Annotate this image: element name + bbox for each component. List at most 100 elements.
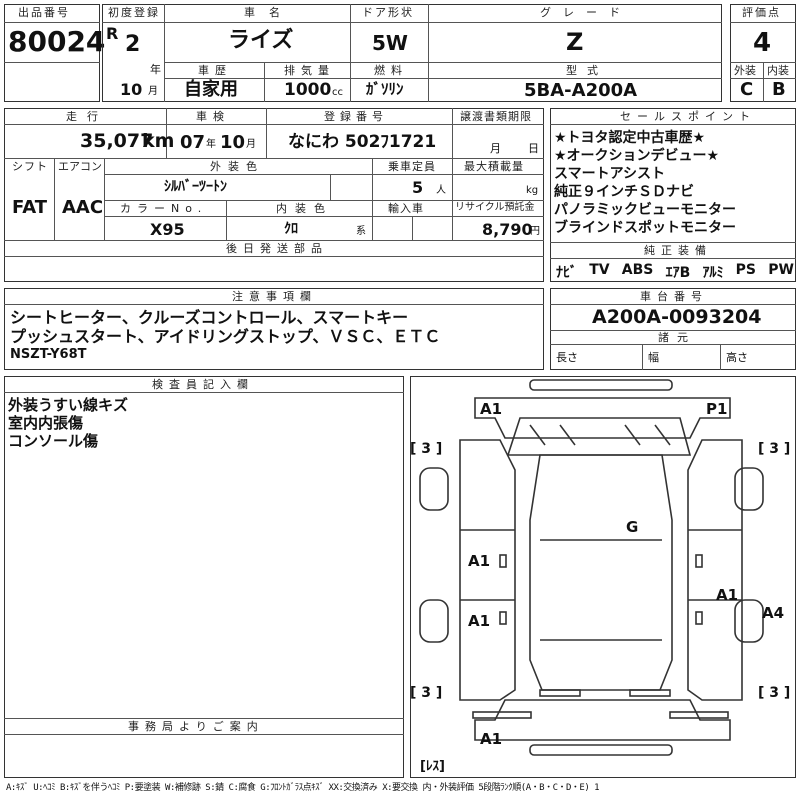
sales-point-line: ★トヨタ認定中古車歴★ bbox=[554, 130, 706, 146]
era-mark: R bbox=[106, 24, 119, 43]
notes-lines: シートヒーター、クルーズコントロール、スマートキー プッシュスタート、アイドリン… bbox=[10, 308, 540, 363]
width-label: 幅 bbox=[648, 351, 659, 364]
car-diagram bbox=[418, 378, 764, 756]
max-load-unit: kg bbox=[526, 185, 539, 196]
equipment-item: ﾅﾋﾞ bbox=[556, 265, 577, 281]
lot-number-box bbox=[4, 4, 100, 102]
damage-mark: A1 bbox=[468, 612, 491, 630]
color-number-label: カラーNo. bbox=[120, 202, 208, 215]
chassis-box bbox=[550, 288, 796, 370]
grade-label: グレード bbox=[540, 6, 632, 19]
color-number-value: X95 bbox=[150, 220, 185, 239]
recycle-unit: 円 bbox=[530, 226, 540, 237]
notes-box bbox=[4, 288, 544, 370]
plate-value: なにわ 502ﾌ1721 bbox=[288, 132, 437, 152]
history-value: 自家用 bbox=[184, 79, 238, 100]
equipment-item: PW bbox=[768, 262, 794, 278]
model-value: 5BA-A200A bbox=[524, 80, 638, 101]
front-bumper-outline bbox=[528, 378, 673, 391]
equipment-item: PS bbox=[735, 262, 757, 278]
lot-number-label: 出品番号 bbox=[18, 6, 70, 19]
chassis-number-value: A200A-0093204 bbox=[592, 306, 762, 328]
inspector-label: 検査員記入欄 bbox=[152, 378, 254, 391]
year-unit: 年 bbox=[150, 63, 161, 76]
equipment-item: ABS bbox=[621, 262, 654, 278]
damage-mark: P1 bbox=[706, 400, 728, 418]
interior-grade-label: 内装 bbox=[767, 64, 789, 77]
inspection-label: 車検 bbox=[196, 110, 230, 123]
windshield-outline bbox=[506, 416, 691, 456]
sales-point-line: ★オークションデビュー★ bbox=[554, 148, 720, 164]
shift-value: FAT bbox=[12, 197, 48, 218]
inspection-year-unit: 年 bbox=[206, 139, 216, 150]
aircon-label: エアコン bbox=[58, 160, 102, 173]
right-mirror bbox=[694, 553, 703, 568]
left-body-outline bbox=[458, 438, 516, 701]
equipment-item: TV bbox=[589, 262, 610, 278]
note-line: シートヒーター、クルーズコントロール、スマートキー bbox=[10, 308, 409, 327]
notes-label: 注意事項欄 bbox=[232, 290, 317, 303]
max-load-label: 最大積載量 bbox=[464, 160, 524, 173]
exterior-grade-label: 外装 bbox=[734, 64, 756, 77]
history-label: 車歴 bbox=[198, 64, 232, 77]
left-mirror-rear bbox=[498, 610, 507, 625]
displacement-value: 1000 bbox=[284, 80, 332, 100]
shift-label: シフト bbox=[12, 160, 48, 173]
inspector-line: 室内内張傷 bbox=[8, 414, 84, 432]
tire-tread-front-left: [ 3 ] bbox=[410, 441, 443, 457]
front-panel-outline bbox=[473, 396, 731, 439]
recycle-value: 8,790 bbox=[482, 220, 533, 239]
grade-value: Z bbox=[566, 28, 584, 56]
note-line: プッシュスタート、アイドリングストップ、ＶＳＣ、ＥＴＣ bbox=[10, 327, 441, 346]
inspection-month-unit: 月 bbox=[246, 139, 256, 150]
mileage-label: 走行 bbox=[66, 110, 108, 123]
roof-outline bbox=[528, 453, 673, 691]
legend-text: A:ｷｽﾞ U:ﾍｺﾐ B:ｷｽﾞを伴うﾍｺﾐ P:要塗装 W:補修跡 S:錆 … bbox=[6, 783, 600, 793]
transfer-month-unit: 月 bbox=[490, 142, 501, 155]
registration-month: 10 bbox=[120, 80, 143, 99]
fuel-label: 燃料 bbox=[374, 64, 408, 77]
registration-year: 2 bbox=[125, 32, 141, 57]
aircon-value: AAC bbox=[62, 197, 104, 218]
mileage-value: 35,077 bbox=[80, 130, 154, 152]
rear-right-wheel bbox=[733, 598, 764, 643]
inspection-year: 07 bbox=[180, 132, 206, 153]
month-unit: 月 bbox=[148, 86, 158, 97]
equipment-item: ｱﾙﾐ bbox=[702, 265, 724, 281]
front-left-wheel bbox=[418, 466, 449, 511]
sales-points-list: ★トヨタ認定中古車歴★ ★オークションデビュー★ スマートアシスト 純正９インチ… bbox=[554, 129, 794, 237]
right-body-outline bbox=[686, 438, 743, 701]
damage-mark: G bbox=[626, 518, 639, 536]
damage-mark: A1 bbox=[480, 730, 503, 748]
sales-point-line: パノラミックビューモニター bbox=[554, 202, 736, 218]
equipment-list: ﾅﾋﾞ TV ABS ｴｱB ｱﾙﾐ PS PW bbox=[556, 262, 794, 282]
score-label: 評価点 bbox=[742, 6, 781, 19]
rear-left-wheel bbox=[418, 598, 449, 643]
inspector-line: コンソール傷 bbox=[8, 432, 99, 450]
lot-number-value: 80024 bbox=[8, 25, 106, 58]
model-label: 型式 bbox=[566, 64, 608, 77]
interior-color-value: ｸﾛ bbox=[284, 221, 298, 237]
sales-point-line: ブラインドスポットモニター bbox=[554, 220, 736, 236]
sales-points-box bbox=[550, 108, 796, 282]
mileage-unit: km bbox=[142, 130, 175, 152]
door-label: ドア形状 bbox=[362, 6, 414, 19]
rear-bumper-outline bbox=[528, 743, 673, 756]
first-registration-label: 初度登録 bbox=[108, 6, 160, 19]
left-mirror bbox=[498, 553, 507, 568]
tire-tread-front-right: [ 3 ] bbox=[758, 441, 791, 457]
tire-tread-rear-right: [ 3 ] bbox=[758, 685, 791, 701]
car-name-label: 車名 bbox=[244, 6, 294, 19]
equipment-label: 純正装備 bbox=[644, 244, 712, 257]
vehicle-info-box bbox=[102, 4, 722, 102]
plate-label: 登録番号 bbox=[324, 110, 388, 123]
inspector-box bbox=[4, 376, 404, 778]
fuel-value: ｶﾞｿﾘﾝ bbox=[366, 80, 404, 98]
chassis-number-label: 車台番号 bbox=[640, 290, 708, 303]
inspection-month: 10 bbox=[220, 132, 246, 153]
transfer-deadline-label: 譲渡書類期限 bbox=[460, 110, 532, 123]
capacity-label: 乗車定員 bbox=[388, 160, 436, 173]
damage-mark: A1 bbox=[480, 400, 503, 418]
length-label: 長さ bbox=[556, 351, 578, 364]
exterior-color-value: ｼﾙﾊﾞｰﾂｰﾄﾝ bbox=[164, 179, 227, 195]
